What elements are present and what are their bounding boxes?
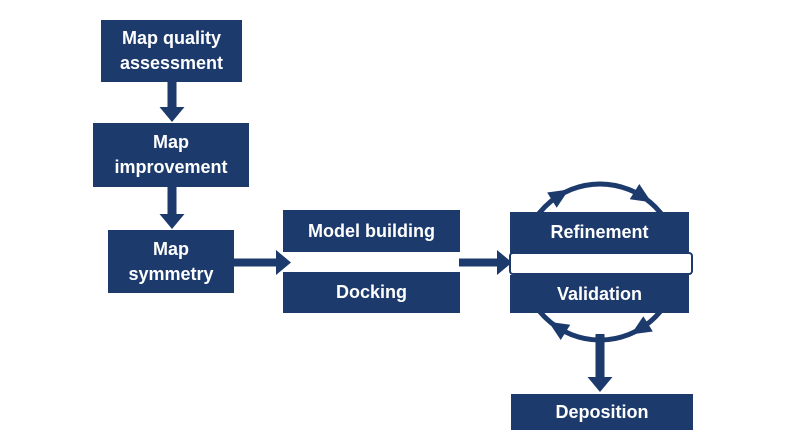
node-docking: Docking — [283, 272, 460, 313]
node-validation: Validation — [510, 275, 689, 313]
arrow-symmetry-to-building-icon — [234, 250, 291, 275]
node-map-improvement: Map improvement — [93, 123, 249, 187]
node-map-quality-assessment: Map quality assessment — [101, 20, 242, 82]
node-label: Validation — [556, 283, 643, 304]
cycle-arrowhead-top-left-icon — [547, 189, 569, 208]
node-label: Docking — [335, 282, 407, 302]
node-model-building: Model building — [283, 210, 460, 252]
node-label: Map quality assessment — [119, 28, 224, 73]
arrow-improvement-to-symmetry-icon — [159, 186, 185, 229]
refinement-validation-connector — [509, 252, 693, 275]
node-label: Map symmetry — [128, 238, 214, 284]
node-label: Model building — [308, 220, 435, 241]
node-label: Refinement — [550, 222, 649, 242]
arrow-assessment-to-improvement-icon — [159, 81, 185, 122]
node-label: Deposition — [555, 401, 649, 422]
arrow-building-to-refinement-icon — [459, 250, 512, 275]
cycle-arrowhead-bottom-left-icon — [548, 321, 571, 340]
node-deposition: Deposition — [511, 394, 693, 430]
node-label: Map improvement — [114, 132, 228, 177]
node-map-symmetry: Map symmetry — [108, 230, 234, 293]
cycle-arrowhead-top-right-icon — [629, 184, 652, 203]
arrow-validation-to-deposition-icon — [587, 334, 613, 392]
cycle-arrowhead-bottom-right-icon — [631, 316, 653, 335]
node-refinement: Refinement — [510, 212, 689, 253]
